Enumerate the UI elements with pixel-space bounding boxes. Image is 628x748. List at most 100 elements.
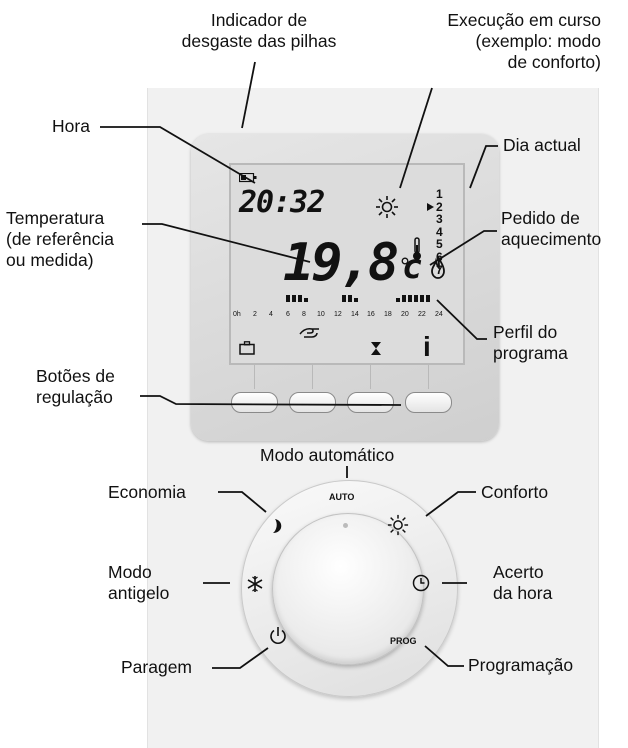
profile-bar — [354, 298, 358, 302]
dial-auto-label: AUTO — [329, 492, 355, 502]
regulation-button-2[interactable] — [289, 392, 336, 413]
suitcase-icon — [239, 341, 255, 355]
degree-icon — [401, 257, 409, 265]
profile-bar — [396, 298, 400, 302]
callout-frost: Modo antigelo — [108, 562, 169, 604]
callout-auto-mode: Modo automático — [260, 445, 395, 465]
leader-heating — [429, 230, 497, 266]
callout-heating-line1: Pedido de — [501, 208, 580, 228]
leader-current-day — [469, 145, 498, 189]
mode-dial-knob[interactable] — [272, 513, 424, 665]
program-profile — [231, 293, 463, 307]
callout-temperature-line3: ou medida) — [6, 250, 94, 270]
day-6: 6 — [436, 249, 443, 264]
callout-buttons-line1: Botões de — [36, 366, 115, 386]
hour-tick: 10 — [317, 311, 325, 318]
callout-hour: Hora — [52, 116, 90, 136]
leader-comfort — [425, 491, 476, 517]
profile-bar — [426, 295, 430, 302]
thermometer-icon — [413, 237, 421, 260]
leader-profile — [436, 299, 487, 340]
hour-tick: 2 — [253, 311, 257, 318]
profile-bar — [304, 298, 308, 302]
clock-icon — [412, 574, 430, 592]
callout-running-line3: de conforto) — [507, 52, 601, 72]
hour-tick: 0h — [233, 311, 241, 318]
callout-temperature-line1: Temperatura — [6, 208, 105, 228]
lcd-temperature: 19,8 — [283, 233, 399, 293]
hour-tick: 8 — [302, 311, 306, 318]
power-icon — [270, 627, 286, 644]
regulation-button-3[interactable] — [347, 392, 394, 413]
hour-tick: 16 — [367, 311, 375, 318]
callout-profile: Perfil do programa — [493, 322, 568, 364]
profile-bar — [292, 295, 296, 302]
profile-bar — [298, 295, 302, 302]
button-separator — [370, 363, 371, 389]
moon-icon — [273, 519, 282, 533]
sun-icon — [387, 514, 409, 536]
day-5: 5 — [436, 237, 443, 252]
callout-profile-line2: programa — [493, 343, 568, 363]
hour-tick: 12 — [334, 311, 342, 318]
dial-prog-label: PROG — [390, 636, 417, 646]
callout-economy: Economia — [108, 482, 186, 502]
profile-bar — [408, 295, 412, 302]
profile-bar — [286, 295, 290, 302]
hour-tick: 14 — [351, 311, 359, 318]
leader-running — [399, 87, 433, 189]
callout-frost-line1: Modo — [108, 562, 152, 582]
regulation-button-4[interactable] — [405, 392, 452, 413]
leader-temperature — [142, 223, 311, 263]
button-separator — [428, 363, 429, 389]
callout-time-set-line1: Acerto — [493, 562, 544, 582]
callout-time-set: Acerto da hora — [493, 562, 552, 604]
callout-profile-line1: Perfil do — [493, 322, 558, 342]
hour-tick: 4 — [269, 311, 273, 318]
leader-programming — [424, 645, 464, 667]
dial-pointer — [343, 523, 348, 528]
hour-tick: 6 — [286, 311, 290, 318]
hour-tick: 20 — [401, 311, 409, 318]
callout-frost-line2: antigelo — [108, 583, 170, 603]
callout-stop: Paragem — [121, 657, 193, 677]
leader-economy — [218, 491, 267, 513]
hour-tick: 24 — [435, 311, 443, 318]
hour-tick: 22 — [418, 311, 426, 318]
hand-icon — [299, 328, 319, 338]
regulation-button-1[interactable] — [231, 392, 278, 413]
callout-temperature-line2: (de referência — [6, 229, 114, 249]
callout-programming: Programação — [468, 655, 574, 675]
callout-running: Execução em curso (exemplo: modo de conf… — [380, 10, 601, 73]
profile-bar — [342, 295, 346, 302]
callout-buttons-line2: regulação — [36, 387, 113, 407]
profile-bar — [348, 295, 352, 302]
button-separator — [312, 363, 313, 389]
callout-heating: Pedido de aquecimento — [501, 208, 601, 250]
callout-comfort: Conforto — [481, 482, 549, 502]
day-2: 2 — [436, 199, 443, 214]
hourglass-icon — [371, 342, 381, 355]
leader-stop — [212, 647, 269, 669]
day-3: 3 — [436, 212, 443, 227]
day-1: 1 — [436, 187, 443, 201]
hour-tick: 18 — [384, 311, 392, 318]
callout-time-set-line2: da hora — [493, 583, 553, 603]
leader-buttons — [140, 395, 402, 406]
battery-icon — [239, 173, 257, 183]
profile-bar — [414, 295, 418, 302]
leader-hour — [100, 126, 256, 184]
day-4: 4 — [436, 224, 443, 239]
sun-icon — [376, 196, 398, 218]
callout-current-day: Dia actual — [503, 135, 581, 155]
callout-buttons: Botões de regulação — [36, 366, 115, 408]
flame-icon — [431, 255, 445, 279]
snowflake-icon — [247, 576, 263, 592]
callout-heating-line2: aquecimento — [501, 229, 602, 249]
lcd-time: 20:32 — [239, 185, 325, 220]
callout-running-line2: (exemplo: modo — [475, 31, 601, 51]
button-separator — [254, 363, 255, 389]
callout-battery: Indicador de desgaste das pilhas — [181, 10, 337, 51]
leader-battery — [241, 61, 256, 129]
